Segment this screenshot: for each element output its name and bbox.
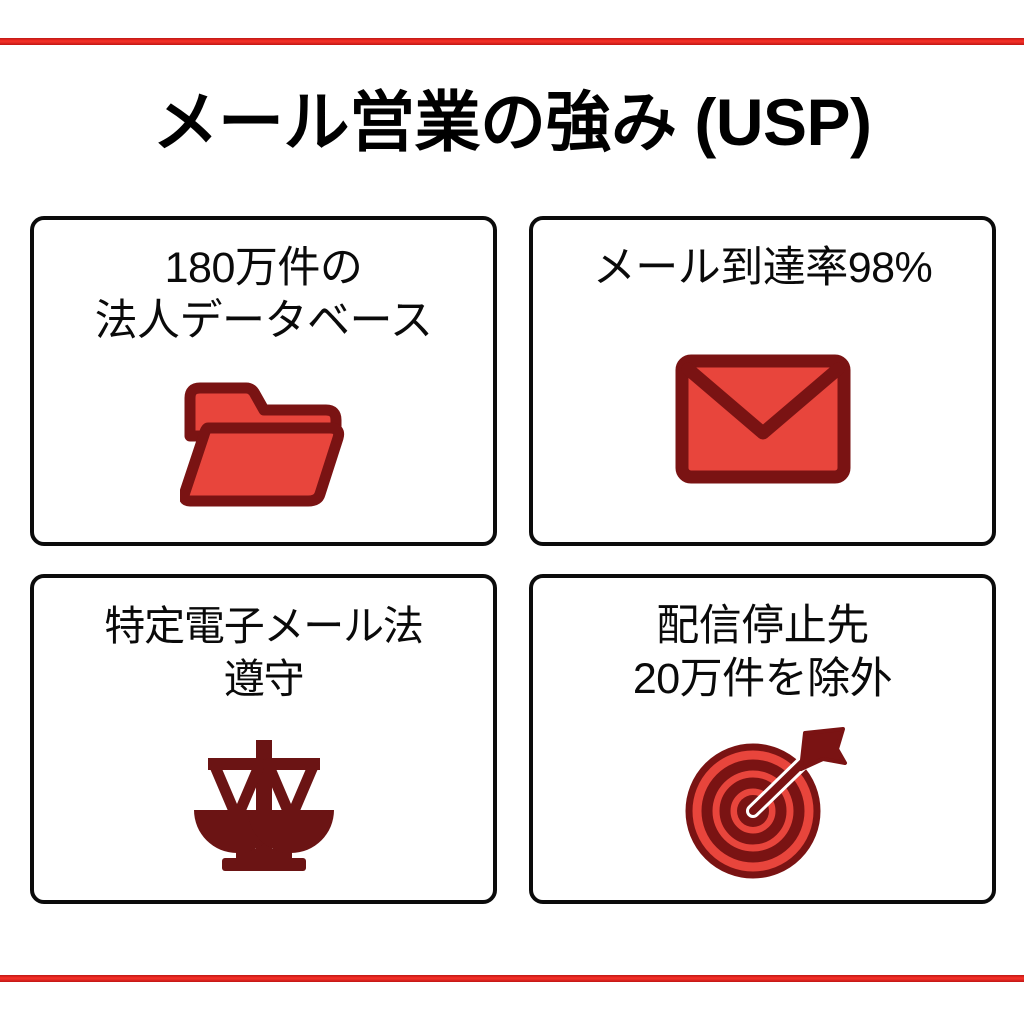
usp-card-label: 180万件の 法人データベース bbox=[94, 244, 433, 345]
folder-icon bbox=[34, 348, 493, 542]
usp-card-grid: 180万件の 法人データベース メール到達率98% bbox=[30, 216, 996, 904]
balance-scale-icon bbox=[34, 706, 493, 900]
usp-card-opt-out-exclusion[interactable]: 配信停止先 20万件を除外 bbox=[529, 574, 996, 904]
bottom-accent-rule bbox=[0, 975, 1024, 982]
top-accent-rule bbox=[0, 38, 1024, 45]
usp-card-label: 配信停止先 20万件を除外 bbox=[632, 602, 893, 703]
usp-card-label: メール到達率98% bbox=[592, 244, 933, 292]
usp-card-corporate-database[interactable]: 180万件の 法人データベース bbox=[30, 216, 497, 546]
usp-card-mail-delivery-rate[interactable]: メール到達率98% bbox=[529, 216, 996, 546]
envelope-icon bbox=[533, 295, 992, 542]
usp-card-anti-spam-law-compliance[interactable]: 特定電子メール法 遵守 bbox=[30, 574, 497, 904]
target-arrow-icon bbox=[533, 706, 992, 900]
usp-card-label: 特定電子メール法 遵守 bbox=[104, 603, 424, 702]
page-title: メール営業の強み (USP) bbox=[152, 85, 873, 159]
